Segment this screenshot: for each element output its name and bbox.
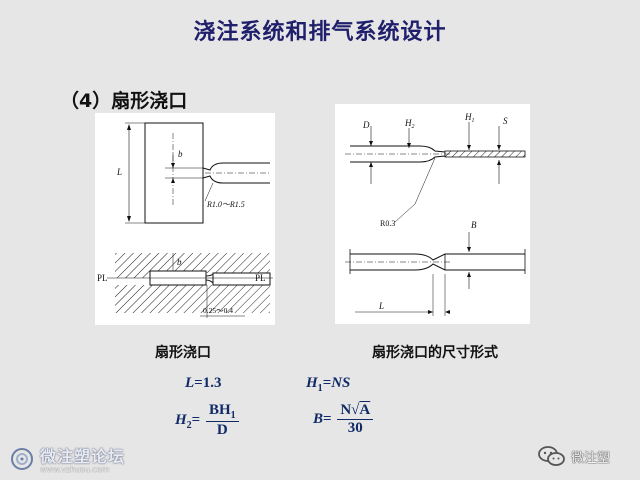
forum-watermark-text: 微注塑论坛 www.vzhusu.com: [40, 443, 125, 474]
formula-b-num-root: A: [359, 402, 371, 418]
formula-l-rhs: =1.3: [194, 375, 222, 391]
formula-h2-num-text: BH: [208, 402, 231, 418]
formula-h2-denominator: D: [216, 422, 228, 438]
pl-left-label: PL: [97, 273, 108, 283]
formula-h2-num-sub: 1: [230, 410, 236, 421]
fan-gate-drawing: L b R1.0～R1.5 b PL PL: [97, 122, 273, 318]
dim-h2-letter: H: [404, 118, 412, 128]
right-figure-caption: 扇形浇口的尺寸形式: [372, 345, 498, 361]
dim-s-label: S: [503, 116, 508, 126]
pl-right-label: PL: [255, 273, 266, 283]
dim-b-width-label: B: [471, 220, 477, 230]
formula-b-num-pre: N: [340, 402, 352, 418]
formula-h2-eq: =: [191, 411, 201, 428]
sqrt-icon: √: [351, 402, 360, 418]
thickness-label: 0.25～0.4: [203, 306, 233, 315]
dim-h1-label: H1: [464, 112, 475, 124]
dim-h1-letter: H: [464, 112, 472, 122]
formula-h1-rhs: =NS: [322, 375, 351, 391]
dim-h2-sub: 2: [412, 124, 415, 130]
formula-h2: H2= BH1 D: [175, 402, 239, 439]
formula-b-lhs: B: [313, 410, 324, 427]
section-subtitle: （4）扇形浇口: [60, 90, 188, 112]
radius-label: R1.0～R1.5: [206, 200, 245, 209]
formula-b-numerator: N√A: [337, 402, 374, 420]
dim-h2-label: H2: [404, 118, 415, 130]
wechat-account-name: 微注塑: [571, 450, 611, 466]
radius-r03-label: R0.3: [380, 219, 395, 228]
formula-b-eq: =: [323, 410, 332, 427]
wechat-watermark: 微注塑: [537, 444, 610, 468]
formula-l-lhs: L: [185, 375, 195, 391]
fan-gate-figure: L b R1.0～R1.5 b PL PL: [95, 113, 275, 325]
formula-l: L=1.3: [185, 375, 221, 392]
dim-l-gate-label: L: [378, 301, 384, 311]
left-figure-caption: 扇形浇口: [155, 345, 211, 361]
wechat-icon: [538, 446, 565, 466]
forum-logo-icon: [11, 447, 33, 470]
slide-title: 浇注系统和排气系统设计: [193, 19, 447, 45]
dim-h1-sub: 1: [472, 118, 475, 124]
dim-b-section-label: b: [177, 257, 182, 267]
forum-watermark: 微注塑论坛 www.vzhusu.com: [8, 443, 125, 474]
formula-h1-sub: 1: [317, 383, 323, 394]
formula-h1-lhs: H: [306, 375, 318, 391]
fan-gate-dimension-figure: D H2 H1 S R0.3 B: [335, 104, 530, 324]
fan-gate-dimension-drawing: D H2 H1 S R0.3 B: [345, 112, 526, 316]
forum-name: 微注塑论坛: [40, 447, 126, 466]
formula-b: B= N√A 30: [313, 402, 374, 437]
dim-b-label: b: [178, 149, 183, 159]
formula-h2-lhs: H: [175, 411, 187, 428]
dim-l-label: L: [116, 167, 122, 177]
dim-d-label: D: [362, 120, 370, 130]
formula-h2-sub: 2: [186, 419, 192, 431]
formula-b-denominator: 30: [347, 420, 363, 436]
formula-h2-fraction: BH1 D: [205, 402, 239, 439]
formula-h2-numerator: BH1: [205, 402, 239, 422]
formula-b-fraction: N√A 30: [337, 402, 374, 437]
formula-h1: H1=NS: [306, 375, 350, 394]
forum-url: www.vzhusu.com: [40, 465, 110, 474]
